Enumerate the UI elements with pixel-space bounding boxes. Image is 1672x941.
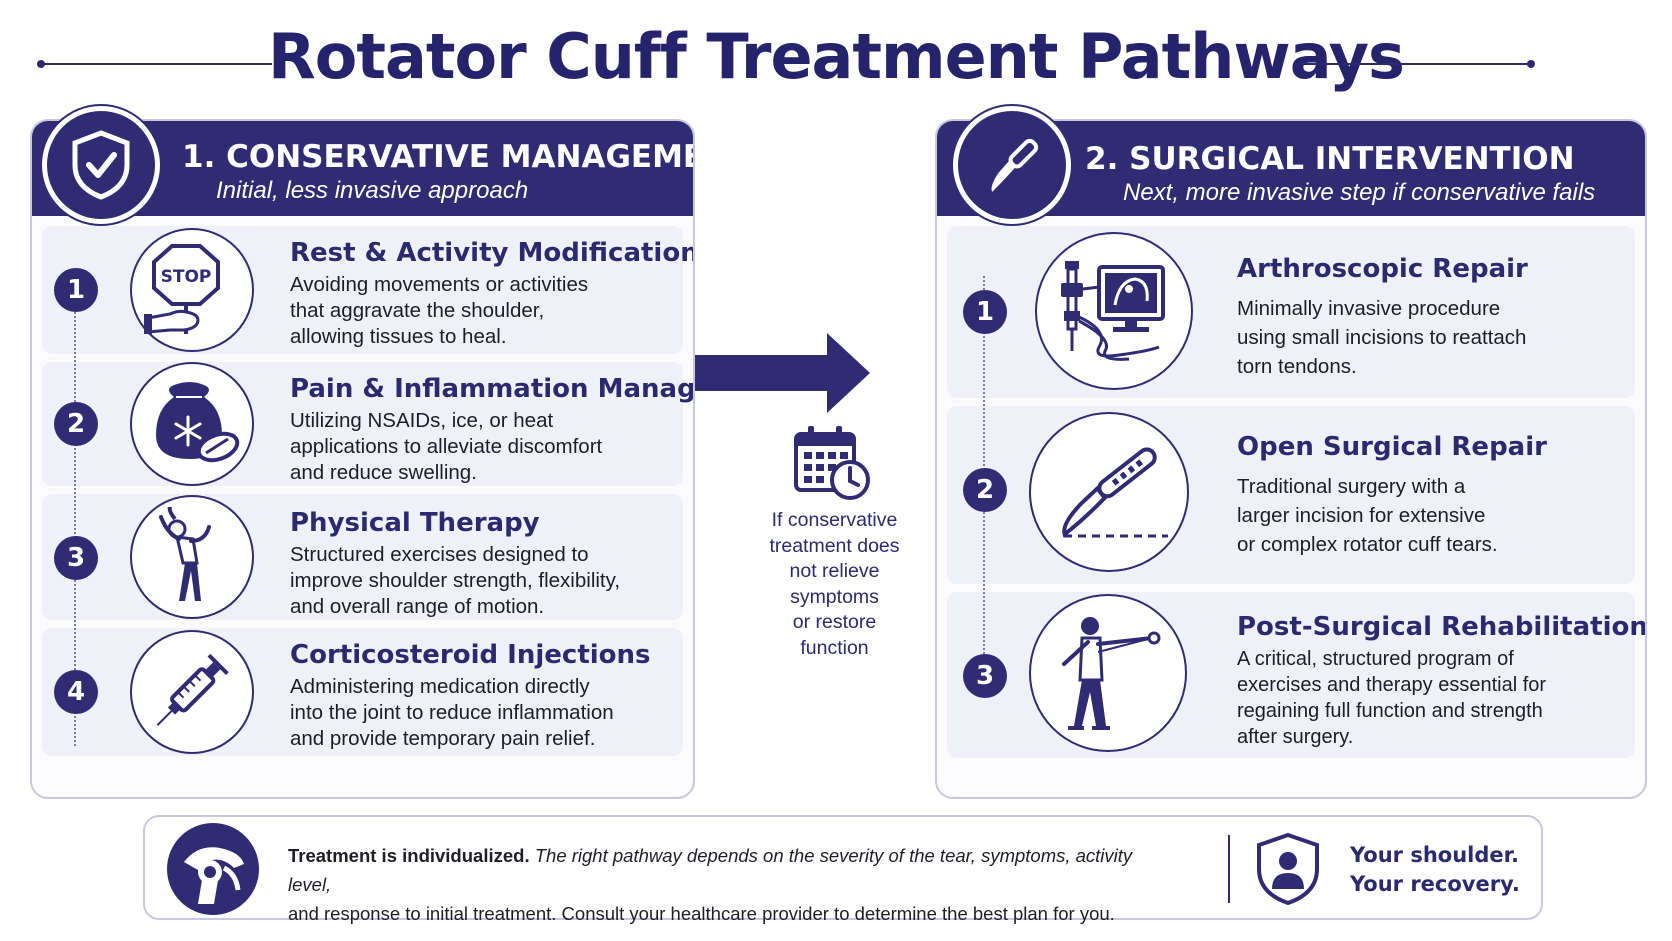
surgical-title: 2. SURGICAL INTERVENTION: [1085, 141, 1575, 177]
step-number: 3: [963, 654, 1007, 698]
step-title: Pain & Inflammation Management: [290, 374, 695, 404]
transition-arrow: [695, 333, 870, 413]
shield-check-icon: [42, 106, 160, 224]
step-description: Administering medication directly into t…: [290, 675, 614, 750]
surgical-steps: 1 Arthro: [937, 216, 1645, 797]
surgical-panel: 2. SURGICAL INTERVENTION Next, more inva…: [935, 119, 1647, 799]
conservative-steps: 1 STOP Rest & Activity Modification Avoi…: [32, 216, 693, 797]
step-number: 2: [963, 468, 1007, 512]
step-number: 3: [54, 536, 98, 580]
step-title: Physical Therapy: [290, 508, 540, 538]
conservative-panel: 1. CONSERVATIVE MANAGEMENT Initial, less…: [30, 119, 695, 799]
footer-bold: Treatment is individualized.: [288, 845, 530, 866]
step-open-surgical: 2 Open Surgical Repair Traditional surge…: [947, 406, 1635, 584]
calendar-clock-icon: [792, 424, 872, 502]
step-corticosteroid: 4 Corticosteroid Inject: [42, 628, 683, 756]
surgical-subtitle: Next, more invasive step if conservative…: [1123, 179, 1596, 206]
arrow-right-icon: [695, 333, 870, 413]
syringe-icon: [130, 630, 254, 754]
transition-text: If conservative treatment does not relie…: [769, 509, 900, 659]
step-pain-management: 2 Pain & Inflammation Management Utilizi…: [42, 362, 693, 486]
step-description: Avoiding movements or activities that ag…: [290, 273, 589, 348]
conservative-subtitle: Initial, less invasive approach: [216, 177, 529, 204]
title-row: Rotator Cuff Treatment Pathways: [0, 14, 1672, 104]
resistance-band-person-icon: [1029, 594, 1187, 752]
transition-note: If conservative treatment does not relie…: [742, 350, 927, 710]
step-description: Utilizing NSAIDs, ice, or heat applicati…: [290, 409, 603, 484]
footer-tagline: Your shoulder. Your recovery.: [1350, 843, 1520, 896]
conservative-timeline: [74, 276, 76, 746]
step-number: 1: [54, 268, 98, 312]
step-description: Minimally invasive procedure using small…: [1237, 297, 1527, 378]
step-number: 2: [54, 402, 98, 446]
user-shield-icon: [1253, 831, 1323, 907]
title-left-rule: [37, 60, 272, 68]
step-number: 1: [963, 290, 1007, 334]
step-number: 4: [54, 670, 98, 714]
step-post-surgical-rehab: 3 Post-Surgical Rehabilitation A critica…: [947, 592, 1645, 758]
footer-text: Treatment is individualized. The right p…: [288, 841, 1158, 928]
step-title: Corticosteroid Injections: [290, 640, 651, 670]
footer-rest: and response to initial treatment. Consu…: [288, 903, 1115, 924]
scalpel-incision-icon: [1029, 412, 1189, 572]
title-right-rule: [1300, 60, 1535, 68]
footer-italic: The right pathway depends on the severit…: [288, 845, 1133, 895]
stop-sign-icon: STOP: [130, 228, 254, 352]
shoulder-joint-icon: [167, 823, 259, 915]
ice-pack-icon: [130, 362, 254, 486]
step-physical-therapy: 3 Physical Therapy Structured exercises …: [42, 494, 683, 620]
conservative-title: 1. CONSERVATIVE MANAGEMENT: [182, 139, 695, 175]
step-description: A critical, structured program of exerci…: [1237, 648, 1547, 748]
stretching-person-icon: [130, 495, 254, 619]
step-title: Post-Surgical Rehabilitation: [1237, 612, 1647, 642]
step-description: Structured exercises designed to improve…: [290, 543, 621, 618]
step-title: Arthroscopic Repair: [1237, 254, 1528, 284]
step-rest: 1 STOP Rest & Activity Modification Avoi…: [42, 226, 693, 354]
step-arthroscopic: 1 Arthro: [947, 226, 1635, 398]
footer-banner: Treatment is individualized. The right p…: [143, 815, 1543, 924]
page-title: Rotator Cuff Treatment Pathways: [268, 20, 1405, 93]
step-description: Traditional surgery with a larger incisi…: [1237, 475, 1498, 556]
scalpel-icon: [953, 106, 1071, 224]
footer-divider: [1228, 835, 1230, 903]
step-title: Rest & Activity Modification: [290, 238, 695, 268]
step-title: Open Surgical Repair: [1237, 432, 1547, 462]
arthroscope-monitor-icon: [1035, 232, 1193, 390]
stop-sign-text: STOP: [161, 267, 212, 287]
